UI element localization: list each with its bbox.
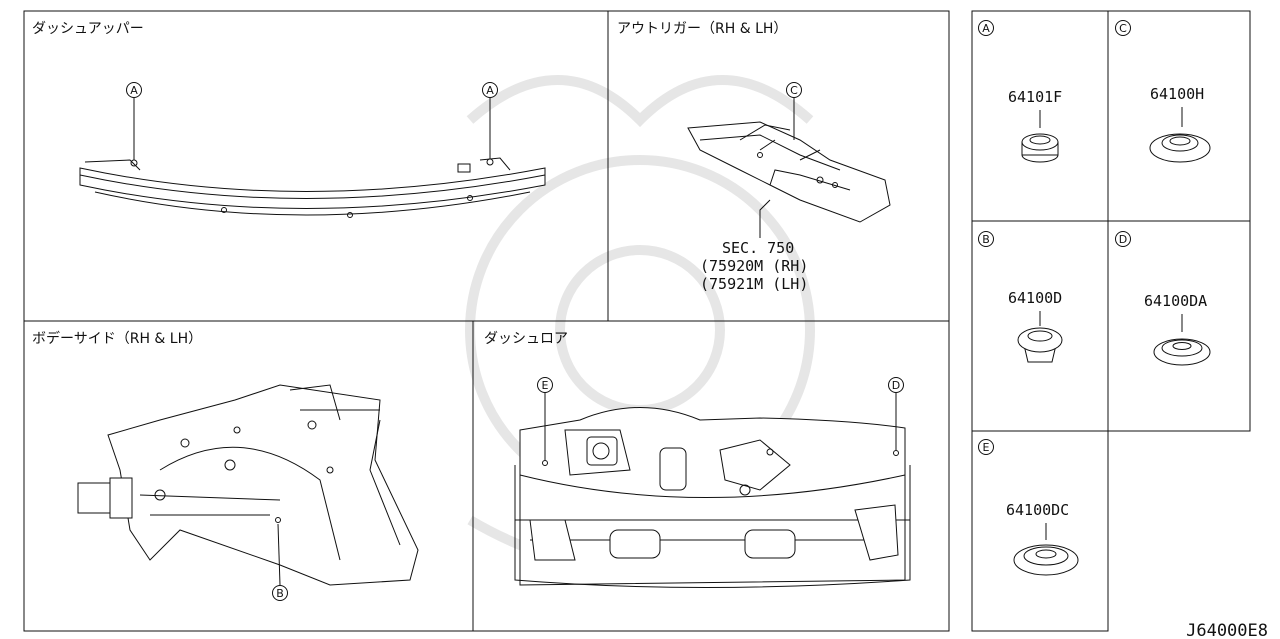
svg-text:D: D xyxy=(1119,233,1127,246)
svg-text:A: A xyxy=(486,84,494,97)
svg-text:C: C xyxy=(790,84,798,97)
svg-text:D: D xyxy=(892,379,900,392)
part-number-64100h: 64100H xyxy=(1150,85,1204,103)
panel-title-dash-upper: ダッシュアッパー xyxy=(32,21,144,37)
part-number-64100d: 64100D xyxy=(1008,289,1062,307)
sec-ref-lh: (75921M (LH) xyxy=(700,275,808,293)
part-number-64100dc: 64100DC xyxy=(1006,501,1069,519)
svg-text:B: B xyxy=(276,587,284,600)
grommet-c-icon xyxy=(1149,133,1211,163)
part-c-cell: C 64100H xyxy=(1115,20,1211,163)
grommet-b-icon xyxy=(1017,327,1063,363)
svg-text:C: C xyxy=(1119,22,1127,35)
dash-lower-drawing xyxy=(514,392,911,588)
svg-text:A: A xyxy=(982,22,990,35)
panel-title-body-side: ボデーサイド（RH & LH） xyxy=(32,330,202,347)
svg-text:E: E xyxy=(983,441,990,454)
callout-b-body-side: B xyxy=(272,585,288,601)
grommet-d-icon xyxy=(1153,338,1211,366)
parts-table-frame xyxy=(971,10,1251,632)
diagram-code: J64000E8 xyxy=(1186,621,1268,639)
part-number-64101f: 64101F xyxy=(1008,88,1062,106)
grommet-a-icon xyxy=(1021,133,1059,163)
callout-a-right: A xyxy=(482,82,498,98)
sec-ref: SEC. 750 xyxy=(722,239,794,257)
panel-title-dash-lower: ダッシュロア xyxy=(484,331,568,347)
panel-title-outrigger: アウトリガー（RH & LH） xyxy=(617,21,787,37)
body-side-drawing xyxy=(77,384,419,586)
part-b-cell: B 64100D xyxy=(978,231,1063,363)
main-frame xyxy=(23,10,950,632)
part-a-cell: A 64101F xyxy=(978,20,1062,163)
callout-c-outrigger: C xyxy=(786,82,802,98)
callout-d-dash-lower: D xyxy=(888,377,904,393)
svg-text:E: E xyxy=(542,379,549,392)
svg-text:B: B xyxy=(982,233,990,246)
callout-a-left: A xyxy=(126,82,142,98)
grommet-e-icon xyxy=(1013,544,1079,576)
part-number-64100da: 64100DA xyxy=(1144,292,1207,310)
part-e-cell: E 64100DC xyxy=(978,439,1079,576)
callout-e-dash-lower: E xyxy=(537,377,553,393)
dash-upper-drawing xyxy=(79,97,546,218)
sec-ref-rh: (75920M (RH) xyxy=(700,257,808,275)
part-d-cell: D 64100DA xyxy=(1115,231,1211,366)
outrigger-drawing xyxy=(687,97,891,238)
svg-text:A: A xyxy=(130,84,138,97)
